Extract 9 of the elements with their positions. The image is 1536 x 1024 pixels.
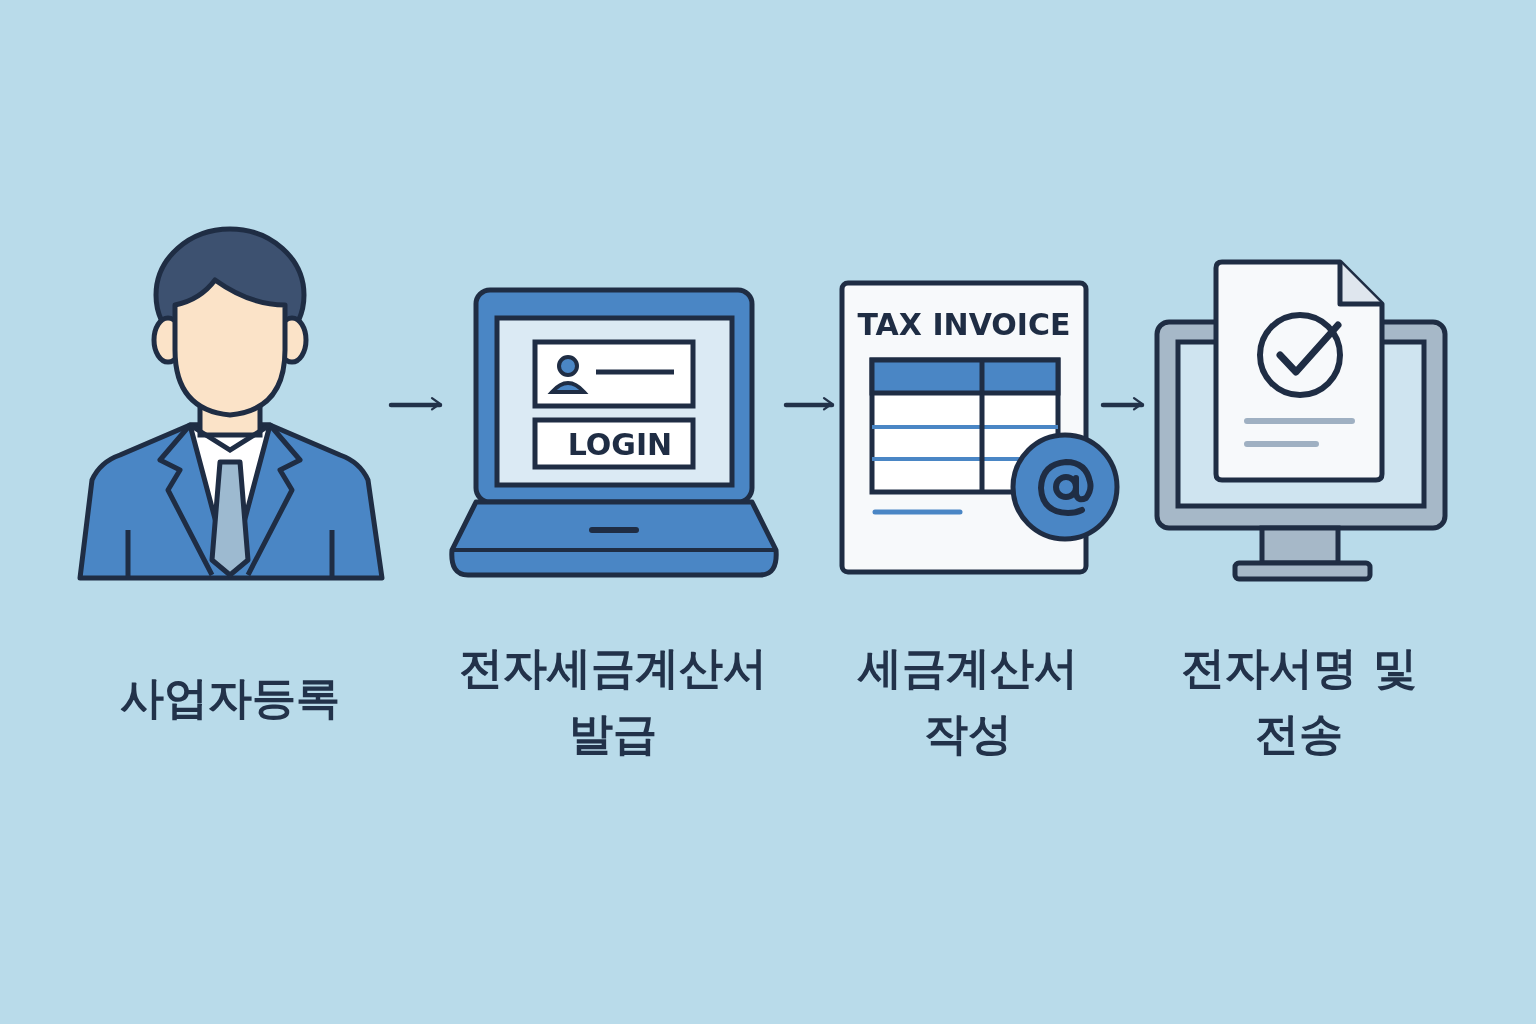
login-label: LOGIN — [567, 427, 673, 462]
step-caption: 전자세금계산서 발급 — [459, 642, 767, 759]
step-caption: 사업자등록 — [120, 672, 340, 723]
arrow — [1100, 397, 1145, 411]
step-caption: 전자서명 및 전송 — [1181, 642, 1417, 759]
form-title: TAX INVOICE — [857, 307, 1071, 342]
arrow — [388, 397, 443, 411]
step-caption: 세금계산서 작성 — [857, 642, 1078, 759]
arrow — [783, 397, 835, 411]
